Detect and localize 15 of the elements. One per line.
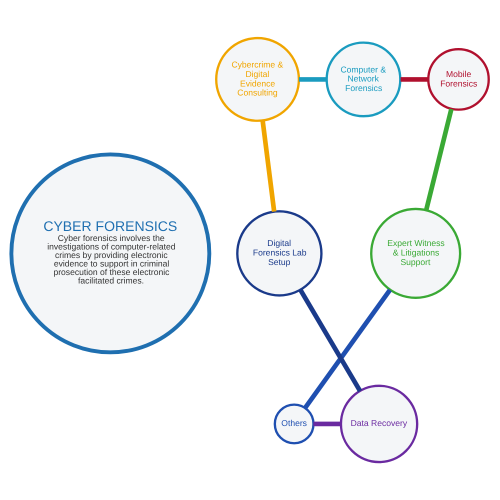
connector — [424, 108, 454, 210]
node-circle: CYBER FORENSICS Cyber forensics involves the investigations of computer-related crimes by providing electronic evidence to support in criminal prosecution of these electronic facilitated crimes. — [9, 152, 212, 354]
node-circle: Computer & Network Forensics — [326, 41, 402, 118]
node-circle: Digital Forensics Lab Setup — [236, 210, 323, 297]
node-circle: Mobile Forensics — [427, 48, 490, 111]
connector — [303, 288, 392, 410]
connector — [260, 120, 276, 212]
node-circle: Others — [274, 403, 315, 444]
connector — [298, 288, 362, 392]
connector — [298, 77, 326, 82]
node-circle: Expert Witness & Litigations Support — [370, 208, 462, 299]
node-circle: Data Recovery — [340, 384, 418, 464]
connector — [400, 77, 428, 82]
connector — [313, 422, 342, 426]
node-circle: Cybercrime & Digital Evidence Consulting — [215, 36, 300, 122]
